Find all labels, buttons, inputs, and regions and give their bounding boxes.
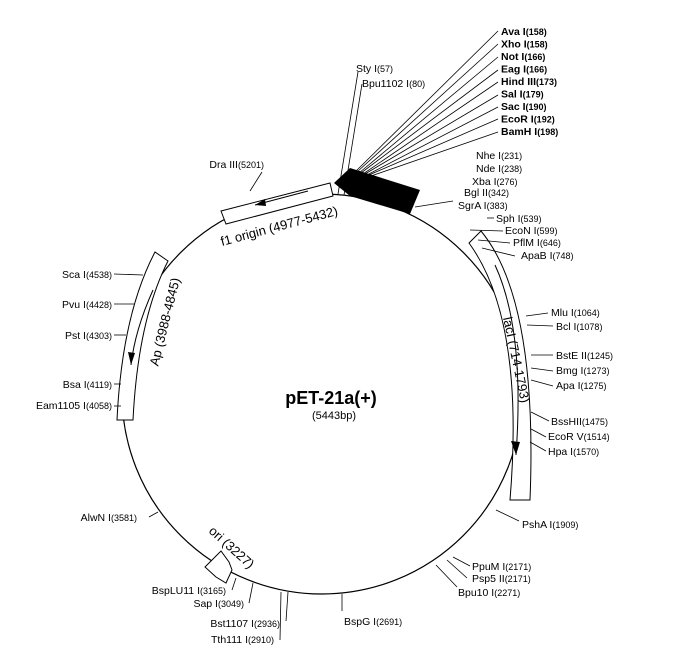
site-label: PshA I(1909) xyxy=(522,519,578,531)
site-ticks xyxy=(113,71,554,641)
site-label: Tth111 I(2910) xyxy=(211,634,274,646)
mcs-labels: Ava I(158)Xho I(158)Not I(166)Eag I(166)… xyxy=(501,26,558,138)
site-label: Dra III(5201) xyxy=(209,159,264,171)
mcs_site-label: Not I(166) xyxy=(501,51,545,63)
mcs_site-label: Ava I(158) xyxy=(501,26,547,38)
site-label: BspLU11 I(3165) xyxy=(152,585,226,597)
site-label: Eam1105 I(4058) xyxy=(36,400,112,412)
mcs_site-label: Hind III(173) xyxy=(501,76,557,88)
mcs-block xyxy=(334,168,420,214)
ori-arrow xyxy=(204,550,233,584)
mcs_site-label: Sac I(190) xyxy=(501,101,547,113)
site-labels: Sty I(57) Bpu1102 I(80) Nhe I(231)Nde I(23… xyxy=(36,63,613,646)
site-label: Bpu1102 I(80) xyxy=(362,78,425,90)
site-label: Psp5 II(2171) xyxy=(472,573,531,585)
site-label: Sty I(57) xyxy=(356,63,393,75)
site-label: Apa I(1275) xyxy=(556,380,607,392)
site-label: BspG I(2691) xyxy=(344,616,402,628)
plasmid-size: (5443bp) xyxy=(312,410,356,422)
site-label: Sph I(539) xyxy=(496,213,542,225)
site-label: Bmg I(1273) xyxy=(556,365,609,377)
mcs_site-label: Sal I(179) xyxy=(501,89,544,101)
site-label: Bpu10 I(2271) xyxy=(458,587,520,599)
site-label: Bst1107 I(2936) xyxy=(210,618,280,630)
site-label: Pvu I(4428) xyxy=(62,299,112,311)
site-label: SgrA I(383) xyxy=(458,200,508,212)
site-label: Mlu I(1064) xyxy=(551,307,600,319)
laci-feature xyxy=(468,230,532,501)
site-label: Sap I(3049) xyxy=(193,598,244,610)
mcs_site-label: Eag I(166) xyxy=(501,64,547,76)
site-label: Xba I(276) xyxy=(472,176,518,188)
site-label: BssHII(1475) xyxy=(551,416,608,428)
site-label: PpuM I(2171) xyxy=(472,561,531,573)
laci-label: lacI (714-1793) xyxy=(500,316,533,405)
mcs_site-label: Xho I(158) xyxy=(501,39,548,51)
site-label: Pst I(4303) xyxy=(65,330,112,342)
mcs-fan-lines xyxy=(354,30,499,177)
site-label: EcoR V(1514) xyxy=(548,431,610,443)
site-label: ApaB I(748) xyxy=(521,250,574,262)
site-label: Nhe I(231) xyxy=(476,150,522,162)
ap-feature xyxy=(116,251,169,421)
plasmid-title: pET-21a(+) xyxy=(285,388,377,408)
site-label: BstE II(1245) xyxy=(556,350,613,362)
site-label: Bcl I(1078) xyxy=(556,321,602,333)
f1-origin-feature xyxy=(220,182,334,225)
site-label: Bgl II(342) xyxy=(464,187,509,199)
site-label: EcoN I(599) xyxy=(505,225,558,237)
mcs_site-label: EcoR I(192) xyxy=(501,114,555,126)
site-label: Nde I(238) xyxy=(476,163,522,175)
site-label: AlwN I(3581) xyxy=(81,512,137,524)
site-label: Bsa I(4119) xyxy=(63,379,112,391)
mcs_site-label: BamH I(198) xyxy=(501,126,558,138)
site-label: Sca I(4538) xyxy=(62,269,112,281)
site-label: Hpa I(1570) xyxy=(548,446,599,458)
site-label: PflM I(646) xyxy=(513,237,561,249)
